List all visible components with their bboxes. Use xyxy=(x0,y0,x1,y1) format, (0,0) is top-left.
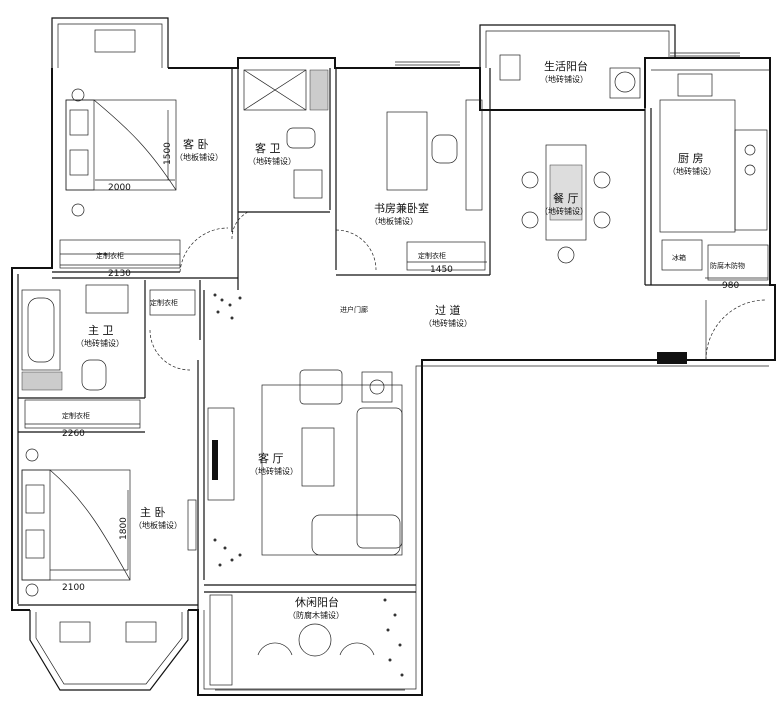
doors xyxy=(149,211,767,371)
guest-wardrobe-dim: 2130 xyxy=(108,269,131,279)
master-bedroom-name: 主 卧 xyxy=(140,506,166,519)
master-bath-floor: （地砖铺设） xyxy=(76,338,124,348)
living-floor: （地砖铺设） xyxy=(250,466,298,476)
master-bath-name: 主 卫 xyxy=(88,324,114,337)
dining-table xyxy=(521,144,611,264)
master-bedroom-floor: （地板铺设） xyxy=(134,520,182,530)
study-wardrobe-label: 定制衣柜 xyxy=(418,251,446,260)
bathroom-2-name: 客 卫 xyxy=(255,141,281,155)
guest-bedroom-name: 客 卧 xyxy=(183,137,209,151)
leisure-balcony-name: 休闲阳台 xyxy=(295,595,339,609)
master-wardrobe-dim: 2260 xyxy=(62,429,85,439)
exterior-walls xyxy=(11,17,776,696)
kitchen-name: 厨 房 xyxy=(678,152,704,165)
master-wardrobe-label: 定制衣柜 xyxy=(62,411,90,420)
dining-name: 餐 厅 xyxy=(553,191,579,205)
living-furniture xyxy=(207,369,403,556)
closet-small-label: 定制衣柜 xyxy=(150,298,178,307)
fridge-label: 冰箱 xyxy=(672,253,686,262)
master-bed xyxy=(21,448,197,597)
leisure-furniture xyxy=(209,594,375,686)
master-bed-height-dim: 1800 xyxy=(119,517,129,540)
entry-label: 进户门廊 xyxy=(340,305,368,314)
guest-bed-height-dim: 1500 xyxy=(163,142,173,165)
study-floor: （地板铺设） xyxy=(370,216,418,226)
master-bed-width-dim: 2100 xyxy=(62,583,85,593)
bathroom-2-fixtures xyxy=(243,69,329,199)
kitchen-counters xyxy=(651,69,771,281)
guest-wardrobe-label: 定制衣柜 xyxy=(96,251,124,260)
balcony-chairs xyxy=(94,29,136,53)
utility-balcony-name: 生活阳台 xyxy=(544,59,588,73)
guest-bed xyxy=(65,88,177,217)
utility-balcony-floor: （地砖铺设） xyxy=(540,74,588,84)
study-name: 书房兼卧室 xyxy=(374,201,429,215)
bay-chair-2 xyxy=(125,621,157,643)
plants xyxy=(213,293,404,677)
dimension-lines xyxy=(25,110,768,571)
living-name: 客 厅 xyxy=(258,451,284,465)
windows xyxy=(215,52,740,691)
master-bath-fixtures xyxy=(21,284,196,391)
guest-wardrobe xyxy=(59,239,181,269)
study-wardrobe-dim: 1450 xyxy=(430,265,453,275)
corridor-name: 过 道 xyxy=(435,303,461,317)
leisure-balcony-floor: （防腐木铺设） xyxy=(288,610,344,620)
master-wardrobe xyxy=(24,399,141,429)
dining-floor: （地砖铺设） xyxy=(540,206,588,216)
column-block xyxy=(657,352,687,364)
bay-chair-1 xyxy=(59,621,91,643)
study-furniture xyxy=(386,99,486,271)
interior-walls xyxy=(18,68,770,610)
corridor-floor: （地砖铺设） xyxy=(424,318,472,328)
guest-bedroom-floor: （地板铺设） xyxy=(175,152,223,162)
kitchen-floor: （地砖铺设） xyxy=(668,166,716,176)
utility-fixtures xyxy=(499,54,641,99)
kitchen-cabinet-dim: 980 xyxy=(722,281,739,291)
shoe-cabinet-label: 防腐木防物 xyxy=(710,261,745,270)
guest-bed-width-dim: 2000 xyxy=(108,183,131,193)
bathroom-2-floor: （地砖铺设） xyxy=(248,156,296,166)
